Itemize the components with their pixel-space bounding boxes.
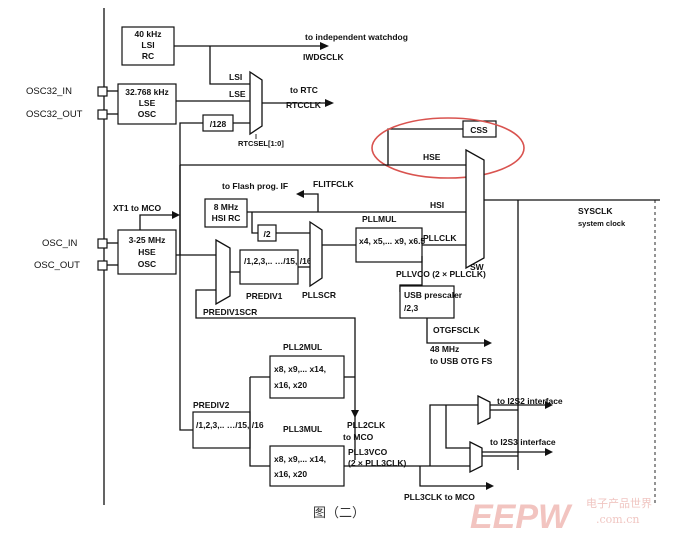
- div2-label: /2: [263, 229, 270, 239]
- i2s3-label: to I2S3 interface: [490, 437, 556, 447]
- pllmul-block: [355, 227, 423, 263]
- prediv2-label: PREDIV2: [193, 400, 230, 410]
- hse-freq: 3-25 MHz: [129, 235, 166, 245]
- to-usb-label: to USB OTG FS: [430, 356, 493, 366]
- eepw-watermark: EEPW 电子产品世界 .com.cn: [470, 496, 652, 536]
- hsi-line-label: HSI: [430, 200, 444, 210]
- rtc-mux: [249, 70, 263, 136]
- usb-freq-label: 48 MHz: [430, 344, 459, 354]
- pll3mul-values-1: x8, x9,... x14,: [274, 454, 326, 464]
- figure-caption: 图（二）: [313, 506, 365, 521]
- pll3vco-label: PLL3VCO: [348, 447, 388, 457]
- osc32-out-pin: OSC32_OUT: [26, 109, 83, 120]
- lse-type: OSC: [138, 109, 156, 119]
- eepw-site-url: .com.cn: [596, 513, 639, 526]
- hse-line-label: HSE: [423, 152, 441, 162]
- pll3mul-values-2: x16, x20: [274, 469, 307, 479]
- usb-prescaler-name: USB prescaler: [404, 290, 463, 300]
- sw-label: SW: [470, 262, 485, 272]
- pll2mul-values-2: x16, x20: [274, 380, 307, 390]
- hsi-name: HSI RC: [212, 213, 241, 223]
- rtc-mux-lsi-input: LSI: [229, 72, 242, 82]
- to-flash-label: to Flash prog. IF: [222, 181, 288, 191]
- i2s2-mux: [477, 394, 491, 426]
- pll3mul-block: x8, x9,... x14, x16, x20: [269, 445, 345, 487]
- lse-block: 32.768 kHz LSE OSC: [117, 83, 177, 125]
- pllclk-label: PLLCLK: [423, 233, 457, 243]
- usb-prescaler-block: USB prescaler /2,3: [399, 285, 463, 319]
- osc32-in-pad: [97, 86, 108, 97]
- css-label: CSS: [470, 125, 488, 135]
- osc-in-pin: OSC_IN: [42, 238, 78, 249]
- hse-type: OSC: [138, 259, 156, 269]
- rtc-mux-lse-input: LSE: [229, 89, 246, 99]
- prediv2-values: /1,2,3,.. …/15, /16: [196, 420, 264, 430]
- xt1-mco-label: XT1 to MCO: [113, 203, 162, 213]
- osc-out-pad: [97, 260, 108, 271]
- sysclk-label: SYSCLK: [578, 206, 613, 216]
- hse-name: HSE: [138, 247, 156, 257]
- lsi-freq: 40 kHz: [135, 29, 162, 39]
- prediv1-values: /1,2,3,.. …/15, /16: [244, 256, 312, 266]
- pllscr-mux: [309, 220, 323, 288]
- prediv2-block: [192, 411, 251, 449]
- osc32-in-pin: OSC32_IN: [26, 86, 72, 97]
- pll3vco-eq-label: (2 × PLL3CLK): [348, 458, 406, 468]
- eepw-logo: EEPW: [470, 498, 573, 536]
- osc-in-pad: [97, 238, 108, 249]
- pll2clk-label: PLL2CLK: [347, 420, 386, 430]
- div128-label: /128: [210, 119, 227, 129]
- osc32-out-pad: [97, 109, 108, 120]
- prediv1scr-mux: [215, 238, 231, 306]
- hsi-rc-block: 8 MHz HSI RC: [204, 198, 248, 228]
- system-clock-label: system clock: [578, 219, 626, 228]
- pll2mul-label: PLL2MUL: [283, 342, 322, 352]
- lsi-type: RC: [142, 51, 154, 61]
- prediv1scr-label: PREDIV1SCR: [203, 307, 257, 317]
- pllmul-label: PLLMUL: [362, 214, 396, 224]
- pll2mul-values-1: x8, x9,... x14,: [274, 364, 326, 374]
- rtcsel-label: RTCSEL[1:0]: [238, 139, 284, 148]
- pllvco-label: PLLVCO (2 × PLLCLK): [396, 269, 486, 279]
- pllscr-label: PLLSCR: [302, 290, 336, 300]
- eepw-site-name: 电子产品世界: [586, 496, 652, 510]
- to-iwdg-label: to independent watchdog: [305, 32, 408, 42]
- pll3mul-label: PLL3MUL: [283, 424, 322, 434]
- lse-name: LSE: [139, 98, 156, 108]
- hsi-freq: 8 MHz: [214, 202, 239, 212]
- to-rtc-label: to RTC: [290, 85, 318, 95]
- pll3clk-mco-label: PLL3CLK to MCO: [404, 492, 475, 502]
- rtcclk-label: RTCCLK: [286, 100, 322, 110]
- osc-out-pin: OSC_OUT: [34, 260, 80, 271]
- pllmul-values: x4, x5,... x9, x6.5: [359, 236, 425, 246]
- pll2clk-mco-label: to MCO: [343, 432, 374, 442]
- i2s3-mux: [469, 440, 483, 474]
- prediv1-label: PREDIV1: [246, 291, 283, 301]
- iwdgclk-label: IWDGCLK: [303, 52, 344, 62]
- sw-mux: [465, 148, 485, 270]
- hse-css-highlight: [371, 117, 525, 179]
- hse-osc-block: 3-25 MHz HSE OSC: [117, 229, 177, 275]
- otgfsclk-label: OTGFSCLK: [433, 325, 481, 335]
- usb-prescaler-values: /2,3: [404, 303, 418, 313]
- i2s2-label: to I2S2 interface: [497, 396, 563, 406]
- prediv1-block: [239, 249, 299, 285]
- flitfclk-label: FLITFCLK: [313, 179, 354, 189]
- pll2mul-block: x8, x9,... x14, x16, x20: [269, 355, 345, 399]
- lsi-block: 40 kHz LSI RC: [121, 26, 175, 66]
- lse-freq: 32.768 kHz: [125, 87, 168, 97]
- lsi-name: LSI: [141, 40, 154, 50]
